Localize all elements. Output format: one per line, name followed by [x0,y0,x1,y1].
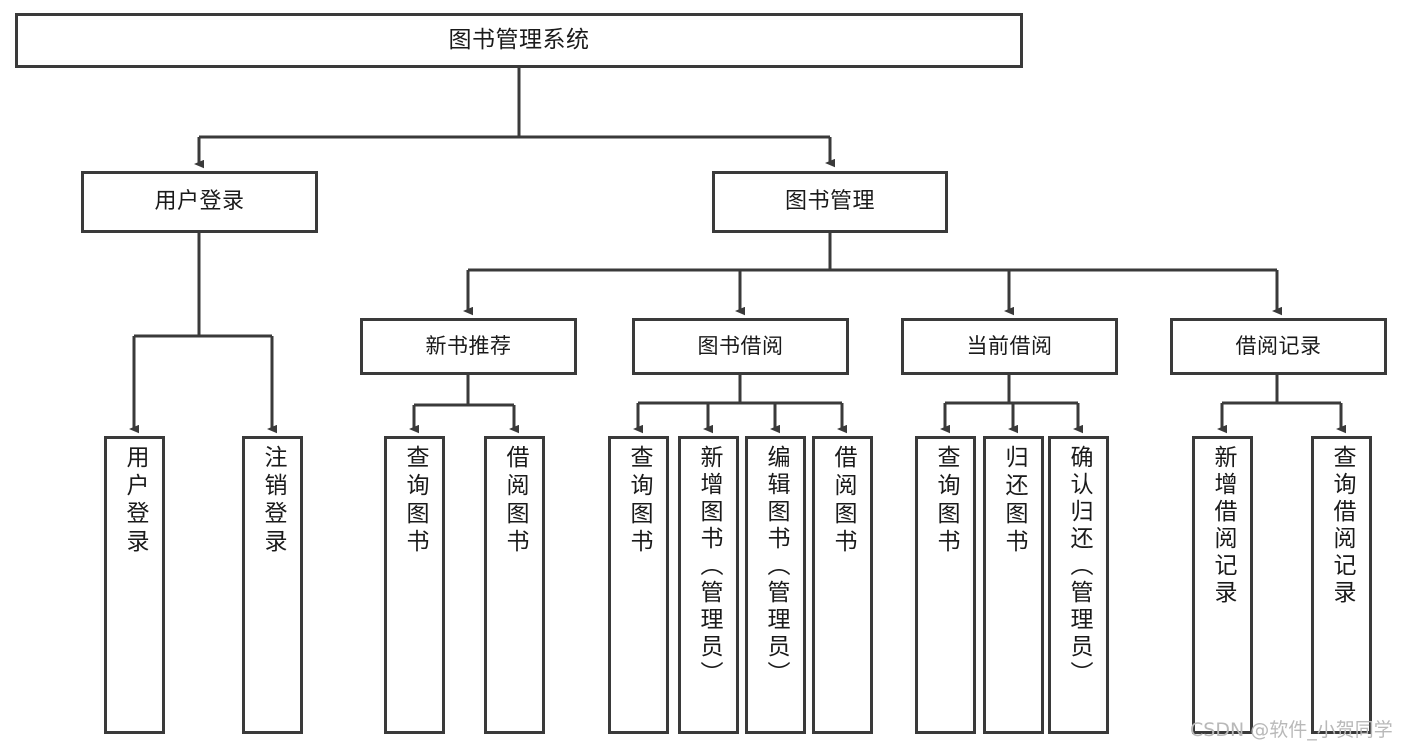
leaf-user-login-login[interactable]: 用户登录 [104,436,165,734]
node-book-management[interactable]: 图书管理 [712,171,948,233]
node-label: 借阅记录 [1235,333,1322,358]
node-label: 用户登录 [154,188,245,214]
node-label: 注销登录 [260,445,286,557]
node-book-borrow[interactable]: 图书借阅 [632,318,849,375]
node-label: 编辑图书（管理员） [763,445,789,688]
node-label: 新增图书（管理员） [696,445,722,688]
node-label: 新书推荐 [425,333,512,358]
node-current-borrow[interactable]: 当前借阅 [901,318,1118,375]
node-label: 新增借阅记录 [1210,445,1236,607]
node-label: 查询图书 [933,445,959,557]
node-label: 借阅图书 [830,445,856,557]
leaf-current-borrow-confirm-return-admin[interactable]: 确认归还（管理员） [1048,436,1109,734]
leaf-book-borrow-borrow-book[interactable]: 借阅图书 [812,436,873,734]
leaf-new-book-borrow-book[interactable]: 借阅图书 [484,436,545,734]
node-label: 查询借阅记录 [1329,445,1355,607]
node-label: 当前借阅 [966,333,1053,358]
node-label: 归还图书 [1001,445,1027,557]
node-book-management-system[interactable]: 图书管理系统 [15,13,1023,68]
node-label: 查询图书 [402,445,428,557]
node-label: 图书管理系统 [448,26,590,53]
node-label: 用户登录 [122,445,148,557]
node-user-login[interactable]: 用户登录 [81,171,318,233]
leaf-book-borrow-query-book[interactable]: 查询图书 [608,436,669,734]
node-new-book-recommend[interactable]: 新书推荐 [360,318,577,375]
node-label: 图书管理 [784,188,875,214]
node-label: 图书借阅 [697,333,784,358]
leaf-borrow-record-add-record[interactable]: 新增借阅记录 [1192,436,1253,734]
leaf-book-borrow-add-book-admin[interactable]: 新增图书（管理员） [678,436,739,734]
leaf-new-book-query-book[interactable]: 查询图书 [384,436,445,734]
leaf-current-borrow-query-book[interactable]: 查询图书 [915,436,976,734]
node-borrow-record[interactable]: 借阅记录 [1170,318,1387,375]
node-label: 查询图书 [626,445,652,557]
leaf-current-borrow-return-book[interactable]: 归还图书 [983,436,1044,734]
node-label: 确认归还（管理员） [1066,445,1092,688]
leaf-borrow-record-query-record[interactable]: 查询借阅记录 [1311,436,1372,734]
node-label: 借阅图书 [502,445,528,557]
leaf-user-login-logout[interactable]: 注销登录 [242,436,303,734]
leaf-book-borrow-edit-book-admin[interactable]: 编辑图书（管理员） [745,436,806,734]
